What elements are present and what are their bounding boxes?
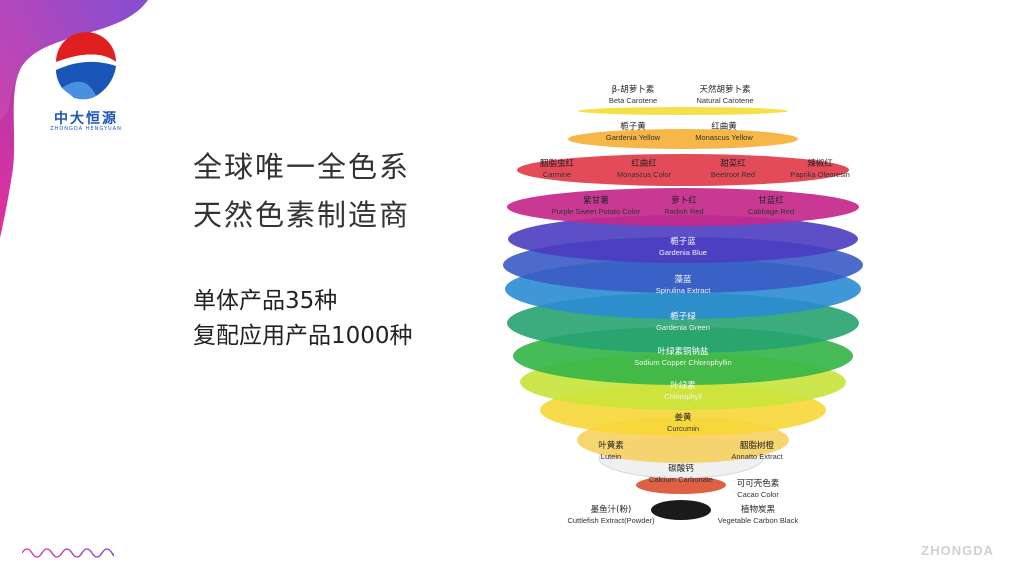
label-en: Gardenia Green <box>656 323 710 332</box>
label-cn: 栀子黄 <box>620 121 646 132</box>
label-cn: 天然胡萝卜素 <box>699 84 751 95</box>
label-en: Natural Carotene <box>696 96 753 105</box>
brand-name-en: ZHONGDA HENGYUAN <box>50 126 122 132</box>
layer-beta-carotene <box>578 107 788 115</box>
label-cn: 栀子绿 <box>670 311 696 322</box>
layer-black <box>651 500 711 520</box>
layer-purple <box>507 188 859 226</box>
label-en: Cuttlefish Extract(Powder) <box>567 516 655 525</box>
label-en: Lutein <box>601 452 621 461</box>
stat-line-1: 单体产品35种 <box>193 288 338 314</box>
company-logo <box>51 32 121 103</box>
label-en: Radish Red <box>664 207 703 216</box>
corner-decoration <box>0 0 148 238</box>
layer-cacao <box>636 476 726 494</box>
label-en: Gardenia Blue <box>659 248 707 257</box>
headline-line-2: 天然色素制造商 <box>193 198 411 232</box>
label-en: Gardenia Yellow <box>606 133 661 142</box>
headline-line-1: 全球唯一全色系 <box>193 150 411 184</box>
wave-decoration <box>22 548 114 558</box>
layer-yellow <box>568 129 798 149</box>
label-en: Monascus Color <box>617 170 672 179</box>
label-cn: 甘蓝红 <box>758 195 784 206</box>
label-en: Beta Carotene <box>609 96 657 105</box>
label-en: Chlorophyll <box>664 392 702 401</box>
label-en: Annatto Extract <box>731 452 783 461</box>
label-cn: 红曲红 <box>631 158 657 169</box>
layer-gardenia-blue <box>508 215 858 263</box>
label-cn: 红曲黄 <box>711 121 737 132</box>
footer-brand: ZHONGDA <box>921 543 994 558</box>
label-en: Spirulina Extract <box>656 286 712 295</box>
label-cn: 辣椒红 <box>807 158 833 169</box>
label-cn: β-胡萝卜素 <box>612 84 655 95</box>
label-cn: 甜菜红 <box>720 158 746 169</box>
brand-name: 中大恒源 <box>54 111 118 127</box>
label-cn: 可可壳色素 <box>737 478 780 489</box>
label-cn: 胭脂虫红 <box>540 158 575 169</box>
label-cn: 碳酸钙 <box>668 463 694 474</box>
label-en: Paprika Oleoresin <box>790 170 850 179</box>
label-cn: 叶黄素 <box>598 440 624 451</box>
label-en: Sodium Copper Chlorophyllin <box>634 358 732 367</box>
label-en: Calcium Carbonate <box>649 475 713 484</box>
layer-red <box>517 154 849 186</box>
label-en: Purple Sweet Potato Color <box>552 207 641 216</box>
label-cn: 紫甘薯 <box>583 195 609 206</box>
label-cn: 姜黄 <box>674 412 692 423</box>
label-cn: 栀子蓝 <box>670 236 696 247</box>
label-cn: 藻蓝 <box>674 274 692 285</box>
label-en: Curcumin <box>667 424 699 433</box>
label-cn: 叶绿素 <box>670 380 696 391</box>
label-en: Vegetable Carbon Black <box>718 516 799 525</box>
label-cn: 叶绿素铜钠盐 <box>657 346 709 357</box>
label-cn: 萝卜红 <box>671 195 697 206</box>
label-cn: 墨鱼汁(粉) <box>591 504 632 515</box>
label-en: Beetroot Red <box>711 170 755 179</box>
label-en: Cabbage Red <box>748 207 794 216</box>
label-en: Monascus Yellow <box>695 133 753 142</box>
label-cn: 植物炭黑 <box>741 504 776 515</box>
stat-line-2: 复配应用产品1000种 <box>193 323 413 349</box>
label-en: Cacao Color <box>737 490 779 499</box>
color-sphere-diagram: β-胡萝卜素 Beta Carotene 天然胡萝卜素 Natural Caro… <box>503 84 863 525</box>
label-en: Carmine <box>543 170 571 179</box>
label-cn: 胭脂树橙 <box>740 440 775 451</box>
